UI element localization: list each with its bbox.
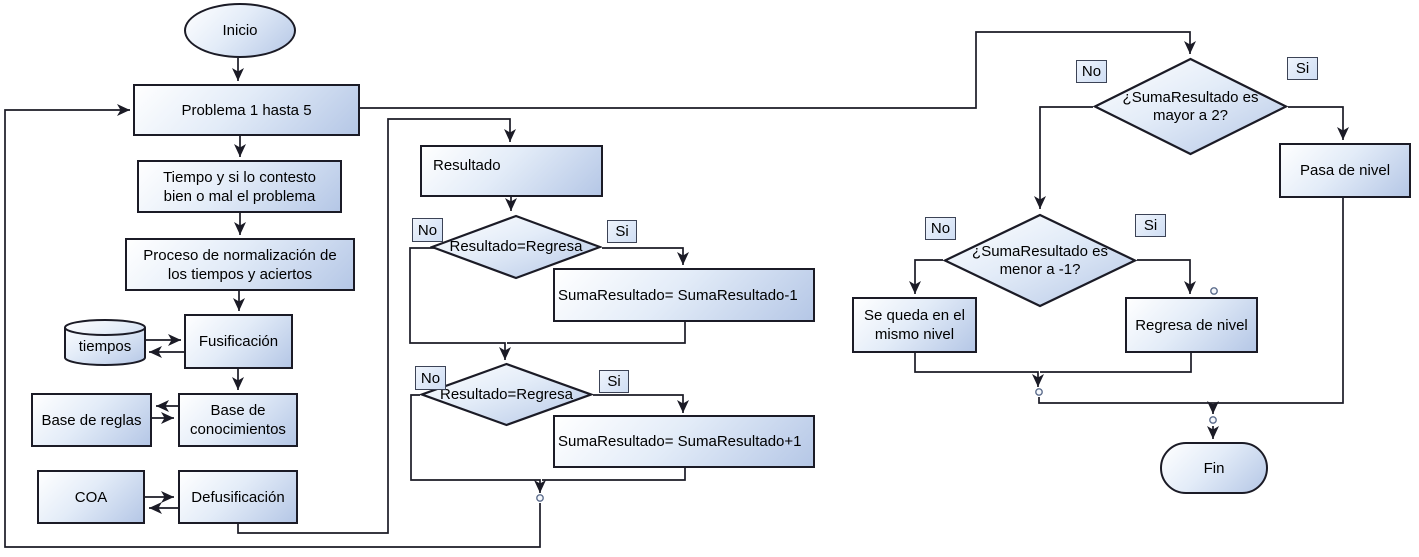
decision-label: ¿SumaResultado es mayor a 2? <box>1122 88 1259 124</box>
branch-label-no: No <box>925 217 956 240</box>
edge-suma-merge <box>542 468 686 481</box>
node-decision-mayor: ¿SumaResultado es mayor a 2? <box>1093 57 1288 156</box>
node-resultado: Resultado <box>420 145 603 197</box>
node-normalizacion: Proceso de normalización de los tiempos … <box>125 238 355 291</box>
node-base-conocimientos: Base de conocimientos <box>178 393 298 447</box>
node-se-queda: Se queda en el mismo nivel <box>852 297 977 353</box>
node-fin: Fin <box>1160 442 1268 494</box>
node-tiempos-datastore: tiempos <box>64 319 146 366</box>
branch-label-no: No <box>415 366 446 390</box>
node-decision-menor: ¿SumaResultado es menor a -1? <box>943 213 1137 308</box>
edge-decision2-no-merge <box>410 394 546 493</box>
branch-label-si: Si <box>1135 214 1166 237</box>
node-inicio: Inicio <box>184 3 296 58</box>
waypoint-dot <box>1035 388 1043 396</box>
decision-label: ¿SumaResultado es menor a -1? <box>972 242 1108 278</box>
edge-mayor-si-pasa <box>1288 106 1349 140</box>
waypoint-dot <box>536 494 544 502</box>
node-suma-resta: SumaResultado= SumaResultado-1 <box>553 268 815 322</box>
node-base-reglas: Base de reglas <box>31 393 152 447</box>
datastore-label: tiempos <box>78 338 132 355</box>
node-fusificacion: Fusificación <box>184 314 293 369</box>
decision-label: Resultado=Regresa <box>449 238 583 255</box>
edge-regresa-merge <box>1040 353 1192 373</box>
branch-label-si: Si <box>599 370 629 393</box>
node-suma-mas: SumaResultado= SumaResultado+1 <box>553 415 815 468</box>
branch-label-no: No <box>412 218 443 242</box>
edge-mayor-no-menor <box>1034 106 1093 209</box>
waypoint-dot <box>1209 416 1217 424</box>
branch-label-si: Si <box>1287 57 1318 80</box>
edge-loop-problema <box>4 104 541 548</box>
edge-menor-no-sequeda <box>909 259 943 294</box>
edge-merge-pasa-join <box>1038 198 1344 404</box>
branch-label-si: Si <box>607 220 637 243</box>
edge-defusificacion-resultado <box>237 118 516 534</box>
edge-decision2-si-suma <box>593 394 689 413</box>
edge-sequeda-merge <box>914 353 1044 387</box>
node-regresa-nivel: Regresa de nivel <box>1125 297 1258 353</box>
node-pasa-nivel: Pasa de nivel <box>1279 143 1411 198</box>
waypoint-dot <box>1210 287 1218 295</box>
node-tiempo-contesto: Tiempo y si lo contesto bien o mal el pr… <box>137 160 342 213</box>
edge-resta-merge <box>507 322 686 344</box>
decision-label: Resultado=Regresa <box>439 385 573 403</box>
branch-label-no: No <box>1076 60 1107 83</box>
node-defusificacion: Defusificación <box>178 470 298 524</box>
node-decision-resultado-1: Resultado=Regresa <box>430 214 602 280</box>
edge-problema-decision-mayor <box>360 31 1196 109</box>
node-decision-resultado-2: Resultado=Regresa <box>420 362 593 427</box>
node-coa: COA <box>37 470 145 524</box>
edge-decision1-no-decision2 <box>409 247 511 360</box>
node-problema: Problema 1 hasta 5 <box>133 84 360 136</box>
edge-decision1-si-resta <box>602 247 689 265</box>
edge-menor-si-regresa <box>1137 259 1196 294</box>
